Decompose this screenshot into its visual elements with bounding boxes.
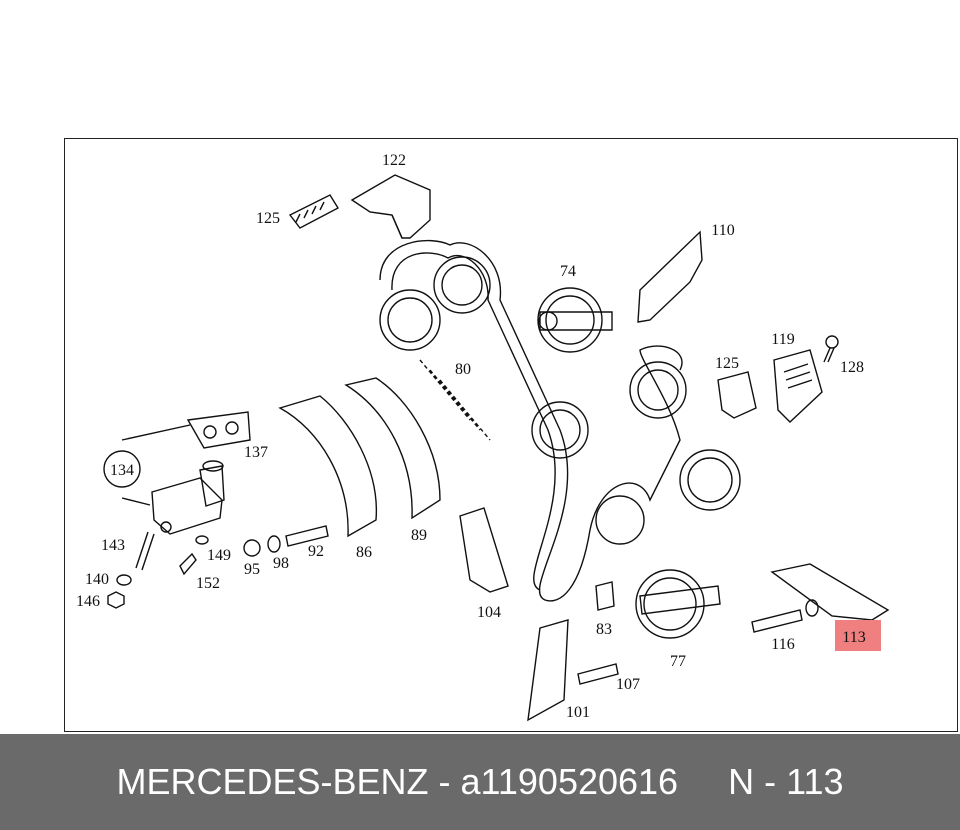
diagram-frame (64, 138, 958, 732)
callout-113: 113 (842, 629, 865, 646)
footer-caption: MERCEDES-BENZ - a1190520616 N - 113 (0, 734, 960, 830)
part-77-crank-sprocket (635, 569, 721, 639)
part-149-washer (195, 535, 209, 545)
part-110-guide-rail (637, 230, 703, 323)
callout-122: 122 (382, 152, 406, 169)
callout-116: 116 (771, 636, 794, 653)
part-86-tensioner-rail (278, 395, 378, 538)
part-143-stud (135, 531, 155, 571)
part-146-nut (107, 591, 125, 609)
part-125-guide-piece-right (717, 371, 757, 419)
callout-128: 128 (840, 359, 864, 376)
callout-110: 110 (711, 222, 734, 239)
part-number: a1190520616 (460, 761, 679, 802)
callout-143: 143 (101, 537, 125, 554)
callout-89: 89 (411, 527, 427, 544)
part-137-gasket-plate (186, 411, 251, 449)
callout-125: 125 (715, 355, 739, 372)
callout-80: 80 (455, 361, 471, 378)
part-116-bolt (751, 609, 803, 633)
callout-137: 137 (244, 444, 268, 461)
callout-77: 77 (670, 653, 686, 670)
brand-name: MERCEDES-BENZ (116, 761, 429, 802)
part-107-bolt (577, 663, 619, 685)
callout-95: 95 (244, 561, 260, 578)
separator: - (428, 761, 461, 802)
part-128-bolt (823, 335, 839, 363)
part-113-tensioner-rail (770, 563, 890, 621)
callout-104: 104 (477, 604, 501, 621)
part-98-seal-ring (267, 535, 281, 553)
callout-149: 149 (207, 547, 231, 564)
part-119-tensioner-block (773, 349, 823, 423)
position-number: N - 113 (728, 761, 844, 802)
callout-101: 101 (566, 704, 590, 721)
callout-107: 107 (616, 676, 640, 693)
part-101-guide-rail (527, 619, 569, 722)
gap (678, 761, 728, 803)
callout-74: 74 (560, 263, 576, 280)
part-74-sprocket (537, 287, 613, 353)
callout-119: 119 (771, 331, 794, 348)
part-80-timing-chain (379, 239, 741, 602)
highlighted-callout-box (835, 620, 881, 651)
part-104-guide (459, 507, 509, 593)
callout-152: 152 (196, 575, 220, 592)
callout-98: 98 (273, 555, 289, 572)
callout-134: 134 (110, 462, 134, 479)
part-125-guide-piece (288, 194, 339, 229)
callout-86: 86 (356, 544, 372, 561)
footer-bar: MERCEDES-BENZ - a1190520616 N - 113 (0, 734, 960, 830)
part-95-plug (243, 539, 261, 557)
part-134-tensioner (103, 424, 225, 535)
part-92-pin (285, 525, 329, 547)
callout-146: 146 (76, 593, 100, 610)
part-89-guide-rail (344, 377, 441, 520)
callout-92: 92 (308, 543, 324, 560)
timing-chain-exploded-diagram: 122 125 110 74 119 128 80 125 137 134 143 149 140 152… (76, 152, 890, 722)
part-140-washer (116, 574, 132, 586)
callout-140: 140 (85, 571, 109, 588)
callout-125: 125 (256, 210, 280, 227)
callout-83: 83 (596, 621, 612, 638)
part-83-chain-link (595, 581, 615, 611)
part-122-chain-guide (350, 174, 431, 239)
part-152-bolt (179, 552, 197, 576)
